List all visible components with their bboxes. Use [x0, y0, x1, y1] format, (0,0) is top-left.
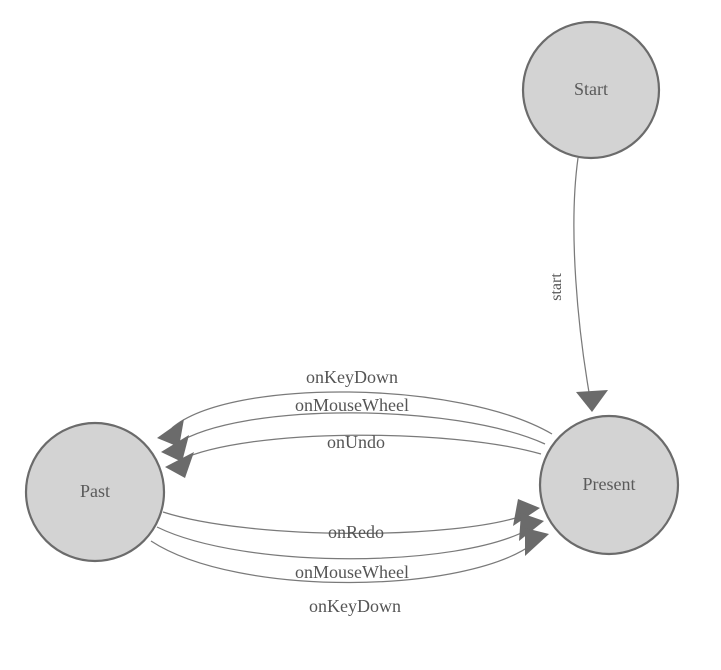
edge-past-to-present-onmousewheel[interactable]: onMouseWheel	[156, 513, 544, 582]
edge-present-to-past-onundo[interactable]: onUndo	[165, 432, 542, 478]
edge-past-to-present-onmousewheel-path	[156, 526, 530, 560]
edge-start-to-present-path	[573, 157, 591, 399]
edge-present-to-past-onkeydown[interactable]: onKeyDown	[157, 367, 553, 447]
edge-past-to-present-onredo-path	[162, 511, 526, 534]
node-past-circle	[24, 421, 166, 563]
edge-present-to-past-onmousewheel-arrowhead	[161, 435, 189, 462]
node-past[interactable]: Past	[24, 421, 166, 563]
edge-past-to-present-onredo[interactable]: onRedo	[162, 499, 540, 542]
node-past-label: Past	[80, 481, 110, 501]
node-present[interactable]: Present	[538, 414, 680, 556]
edge-present-to-past-onundo-label: onUndo	[327, 432, 385, 452]
edge-present-to-past-onmousewheel-label: onMouseWheel	[295, 395, 409, 415]
edge-present-to-past-onmousewheel-path	[175, 412, 546, 445]
edge-present-to-past-onkeydown-arrowhead	[157, 419, 184, 447]
edge-past-to-present-onkeydown-label: onKeyDown	[309, 596, 401, 616]
edge-past-to-present-onredo-label: onRedo	[328, 522, 384, 542]
edge-present-to-past-onundo-path	[179, 434, 542, 461]
edge-present-to-past-onmousewheel[interactable]: onMouseWheel	[161, 395, 546, 462]
edge-start-to-present-arrowhead	[576, 390, 608, 412]
node-start[interactable]: Start	[521, 20, 661, 160]
edge-past-to-present-onredo-arrowhead	[513, 499, 540, 526]
node-present-label: Present	[583, 474, 636, 494]
edge-present-to-past-onkeydown-label: onKeyDown	[306, 367, 398, 387]
edge-start-to-present-label: start	[548, 273, 565, 301]
node-start-circle	[521, 20, 661, 160]
edge-past-to-present-onkeydown[interactable]: onKeyDown	[150, 528, 549, 616]
edge-past-to-present-onkeydown-path	[150, 540, 535, 584]
edge-past-to-present-onmousewheel-label: onMouseWheel	[295, 562, 409, 582]
node-start-label: Start	[574, 79, 608, 99]
edge-start-to-present[interactable]: start	[548, 157, 608, 412]
edge-past-to-present-onkeydown-arrowhead	[525, 528, 549, 556]
edge-present-to-past-onkeydown-path	[171, 391, 553, 435]
node-present-circle	[538, 414, 680, 556]
edge-present-to-past-onundo-arrowhead	[165, 452, 194, 478]
